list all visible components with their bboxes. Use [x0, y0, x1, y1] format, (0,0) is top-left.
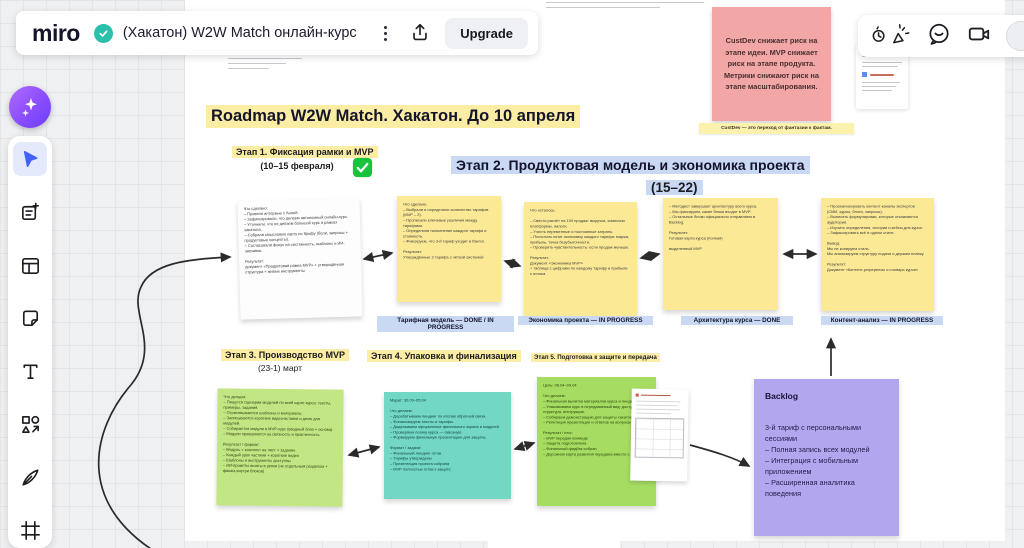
status-economy[interactable]: Экономика проекта — IN PROGRESS — [518, 316, 653, 325]
course-architecture-doc[interactable] — [630, 388, 689, 482]
status-tariff[interactable]: Тарифная модель — DONE / IN PROGRESS — [377, 316, 514, 332]
roadmap-title[interactable]: Roadmap W2W Match. Хакатон. До 10 апреля — [206, 105, 581, 128]
stage2-dates[interactable]: (15–22) — [646, 180, 703, 195]
doc-table — [634, 417, 685, 459]
text-tool[interactable] — [13, 354, 47, 388]
doc-marker-icon — [635, 393, 639, 397]
ai-assistant-button[interactable] — [9, 86, 51, 128]
note-text: CustDev снижает риск на этапе идеи. MVP … — [724, 36, 819, 92]
tools-sidebar — [8, 136, 52, 548]
stage3-dates[interactable]: (23-1) март — [257, 363, 303, 373]
frame-tool[interactable] — [13, 513, 47, 547]
stage3-title[interactable]: Этап 3. Производство MVP — [221, 349, 349, 361]
board-synced-check-icon — [93, 23, 113, 43]
note-text: Что сделано: – Выбрали и определили коли… — [403, 203, 489, 260]
sticky-note-tool[interactable] — [13, 301, 47, 335]
stage1-dates[interactable]: (10–15 февраля) — [260, 161, 334, 171]
stage2-title[interactable]: Этап 2. Продуктовая модель и экономика п… — [451, 156, 810, 174]
stage5-title[interactable]: Этап 5. Подготовка к защите и передача — [531, 353, 660, 362]
avatar[interactable] — [1006, 21, 1024, 51]
status-content[interactable]: Контент-анализ — IN PROGRESS — [821, 316, 943, 325]
sticky-note-scope[interactable]: Что сделано: – Провели интервью с Анной.… — [237, 197, 363, 320]
sparkles-icon — [22, 98, 37, 117]
note-text: – Методист завершает архитектуру всего к… — [669, 205, 758, 252]
status-architecture[interactable]: Архитектура курса — DONE — [681, 316, 793, 325]
upgrade-button[interactable]: Upgrade — [445, 17, 528, 49]
more-options-icon[interactable] — [375, 21, 395, 45]
top-toolbar: miro (Хакатон) W2W Match онлайн-курс Upg… — [16, 11, 538, 55]
board-frame-lower — [488, 541, 620, 548]
note-text: – Проанализировать контент-каналы экспер… — [827, 205, 925, 273]
sticky-note-custdev[interactable]: CustDev снижает риск на этапе идеи. MVP … — [712, 7, 831, 121]
stage1-check-icon[interactable] — [352, 157, 373, 183]
export-icon[interactable] — [405, 18, 435, 48]
sticky-note-architecture[interactable]: – Методист завершает архитектуру всего к… — [663, 198, 778, 310]
sticky-note-production[interactable]: Что делаем: – Пишутся сценарии модулей п… — [216, 388, 344, 507]
board-title[interactable]: (Хакатон) W2W Match онлайн-курс — [122, 25, 357, 41]
sticky-note-backlog[interactable]: Backlog 3-й тариф с персональными сессия… — [754, 379, 899, 536]
sticky-note-tariff[interactable]: Что сделано: – Выбрали и определили коли… — [397, 196, 501, 302]
note-text: Что делаем: – Пишутся сценарии модулей п… — [222, 395, 334, 474]
note-text: Что сделано: – Провели интервью с Анной.… — [243, 206, 349, 275]
comments-chat-icon[interactable] — [926, 21, 952, 52]
sticky-note-content[interactable]: – Проанализировать контент-каналы экспер… — [821, 198, 934, 311]
stage1-title[interactable]: Этап 1. Фиксация рамки и MVP — [232, 146, 378, 158]
shapes-tool[interactable] — [13, 407, 47, 441]
tiny-canvas-text — [546, 2, 704, 12]
note-text: Марат: 30.03–05.04 Что делаем: – Дорабат… — [390, 399, 500, 472]
sticky-note-packaging[interactable]: Марат: 30.03–05.04 Что делаем: – Дорабат… — [384, 392, 511, 499]
backlog-title: Backlog — [765, 391, 799, 401]
collaboration-toolbar — [858, 15, 1024, 57]
tables-tool[interactable] — [13, 248, 47, 282]
templates-tool[interactable] — [13, 195, 47, 229]
pen-tool[interactable] — [13, 460, 47, 494]
doc-bullet-icon — [862, 72, 867, 77]
reactions-icon[interactable] — [870, 21, 912, 52]
miro-logo[interactable]: miro — [32, 19, 80, 46]
custdev-caption[interactable]: CustDev — это переход от фантазии к факт… — [699, 123, 854, 134]
sticky-note-economy[interactable]: Что осталось: – Свести расчёт на 100 про… — [524, 202, 637, 316]
backlog-items: 3-й тариф с персональными сессиями – Пол… — [765, 423, 870, 498]
note-text: Цель: 06.04–09.04 Что делаем: – Финальна… — [543, 384, 648, 457]
stage4-title[interactable]: Этап 4. Упаковка и финализация — [367, 350, 521, 362]
video-chat-icon[interactable] — [966, 21, 992, 52]
select-tool[interactable] — [13, 142, 47, 176]
note-text: Что осталось: – Свести расчёт на 100 про… — [530, 209, 630, 277]
tiny-canvas-text — [228, 58, 302, 72]
